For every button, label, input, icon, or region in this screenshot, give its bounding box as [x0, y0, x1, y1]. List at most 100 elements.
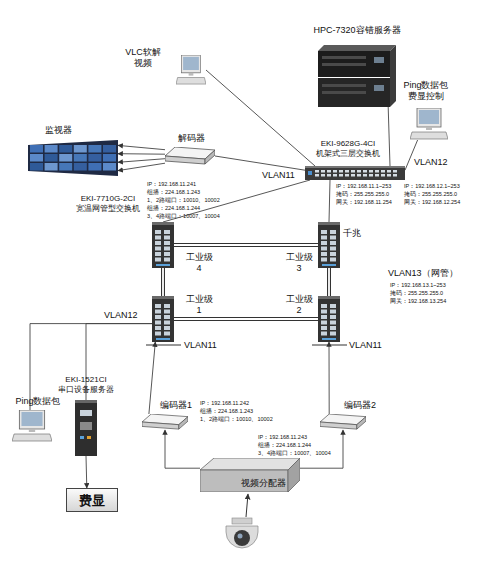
icon-part: [164, 247, 170, 251]
icon-part: [374, 57, 384, 63]
icon-part: [156, 264, 170, 266]
network-link: [86, 456, 88, 488]
icon-part: [345, 174, 349, 177]
industrial-switch-icon: [152, 222, 174, 268]
icon-part: [321, 170, 325, 173]
device-label: HPC-7320容错服务器: [296, 25, 418, 36]
icon-part: [387, 170, 391, 173]
device-node: 监视器: [28, 140, 118, 176]
icon-part: [330, 241, 336, 245]
core-switch-icon: [305, 166, 405, 180]
icon-part: [322, 56, 366, 59]
icon-part: [318, 222, 340, 225]
device-label: Ping数据包: [8, 396, 68, 407]
icon-part: [329, 180, 330, 222]
ring-link: [174, 245, 318, 246]
icon-part: [330, 258, 336, 262]
device-node: 工业级 1: [152, 296, 174, 342]
icon-part: [182, 55, 201, 73]
icon-part: [164, 321, 170, 325]
icon-part: [164, 252, 170, 256]
device-label: 监视器: [38, 125, 78, 136]
icon-part: [339, 170, 343, 173]
device-node: HPC-7320容错服务器: [318, 45, 396, 107]
icon-part: [363, 174, 367, 177]
icon-part: [330, 247, 336, 251]
ring-link: [174, 319, 318, 320]
icon-part: [417, 108, 441, 127]
icon-part: [155, 230, 161, 234]
icon-part: [152, 296, 174, 342]
icon-part: [164, 230, 170, 234]
vlan-label: VLAN12: [104, 310, 138, 321]
vlan-label: VLAN11: [349, 340, 382, 351]
icon-part: [45, 145, 58, 153]
device-label: EKI-1521CI 串口设备服务器: [51, 375, 121, 394]
computer-icon: [176, 55, 206, 85]
device-label: 工业级 2: [284, 294, 314, 316]
codec-box-icon: [320, 414, 366, 430]
icon-part: [164, 332, 170, 336]
icon-part: [375, 170, 379, 173]
icon-part: [59, 145, 72, 153]
icon-part: [330, 236, 336, 240]
icon-part: [205, 150, 215, 164]
device-label: 视频分配器: [230, 478, 296, 489]
address-note: 组播：224.168.1.243: [200, 408, 253, 415]
icon-part: [118, 153, 165, 155]
icon-part: [155, 321, 161, 325]
icon-part: [327, 268, 331, 296]
address-note: IP：192.168.12.1~253: [404, 183, 460, 190]
network-link: [118, 145, 165, 149]
icon-part: [164, 326, 170, 330]
network-link: [118, 159, 165, 163]
address-note: 组播：224.168.1.244: [258, 442, 311, 449]
icon-part: [206, 70, 315, 166]
icon-part: [305, 166, 405, 180]
icon-part: [321, 258, 327, 262]
codec-box-icon: [142, 414, 188, 430]
address-note: 3、4路端口：10007、10004: [258, 450, 331, 457]
address-note: 组播：224.168.1.244: [147, 205, 200, 212]
icon-part: [155, 258, 161, 262]
computer-icon: [410, 108, 448, 140]
icon-part: [419, 110, 439, 124]
icon-part: [155, 315, 161, 319]
icon-part: [80, 436, 84, 439]
icon-part: [165, 430, 200, 468]
device-node: EKI-1521CI 串口设备服务器: [75, 400, 97, 456]
icon-part: [357, 417, 366, 429]
icon-part: [103, 163, 116, 171]
icon-part: [318, 45, 396, 51]
icon-part: [183, 57, 199, 70]
icon-part: [327, 170, 331, 173]
server-icon: [318, 45, 396, 107]
icon-part: [174, 243, 318, 247]
icon-part: [321, 252, 327, 256]
icon-part: [322, 338, 336, 340]
icon-part: [393, 174, 397, 177]
icon-part: [156, 338, 170, 340]
industrial-switch-icon: [318, 222, 340, 268]
icon-part: [200, 458, 300, 470]
icon-part: [318, 51, 390, 77]
icon-part: [330, 304, 336, 308]
icon-part: [318, 296, 340, 299]
address-note: IP：192.168.11.1~253: [336, 183, 391, 190]
icon-part: [30, 154, 43, 162]
industrial-switch-icon: [152, 296, 174, 342]
icon-part: [174, 244, 318, 246]
address-note: 网关：192.168.11.254: [336, 199, 392, 206]
icon-part: [174, 318, 318, 320]
icon-part: [155, 304, 161, 308]
icon-part: [315, 174, 319, 177]
icon-part: [321, 230, 327, 234]
icon-part: [45, 154, 58, 162]
icon-part: [375, 174, 379, 177]
icon-part: [161, 268, 165, 296]
icon-part: [426, 127, 432, 130]
icon-part: [387, 174, 391, 177]
icon-part: [330, 252, 336, 256]
icon-part: [80, 410, 92, 416]
